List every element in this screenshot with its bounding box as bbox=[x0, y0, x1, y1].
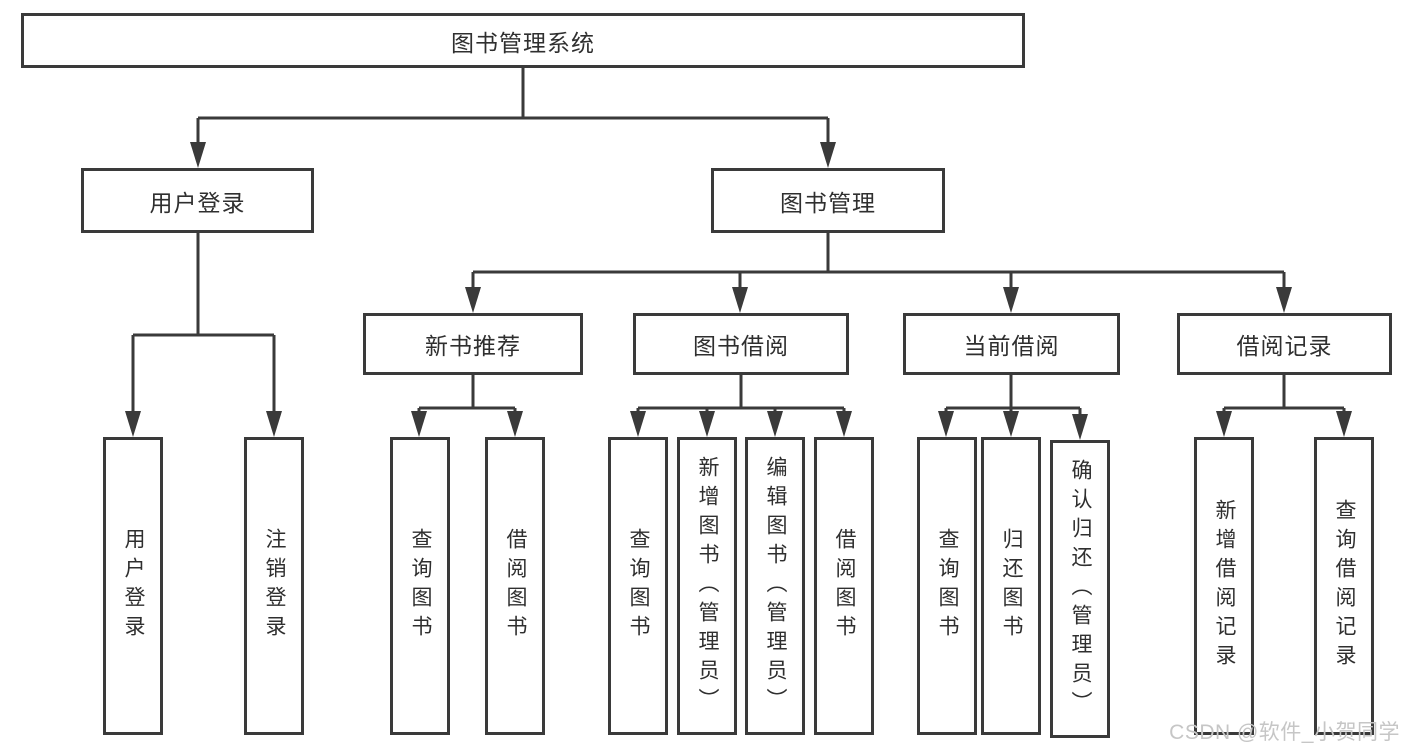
leaf-user-login-label: 用户登录 bbox=[122, 528, 145, 644]
node-current-borrow-label: 当前借阅 bbox=[963, 333, 1060, 359]
watermark: CSDN @软件_小贺同学 bbox=[1169, 721, 1400, 744]
node-current-borrow: 当前借阅 bbox=[903, 313, 1120, 375]
node-root: 图书管理系统 bbox=[21, 13, 1025, 68]
leaf-return-book-label: 归还图书 bbox=[1000, 528, 1023, 644]
node-book-management-label: 图书管理 bbox=[780, 189, 876, 216]
node-book-borrow: 图书借阅 bbox=[633, 313, 849, 375]
leaf-return-book: 归还图书 bbox=[981, 437, 1041, 735]
node-book-management: 图书管理 bbox=[711, 168, 945, 233]
leaf-logout: 注销登录 bbox=[244, 437, 304, 735]
leaf-query-borrow-record: 查询借阅记录 bbox=[1314, 437, 1374, 735]
node-user-login: 用户登录 bbox=[81, 168, 314, 233]
leaf-query-book-borrow-label: 查询图书 bbox=[627, 528, 650, 644]
leaf-query-book-recommend-label: 查询图书 bbox=[409, 528, 432, 644]
leaf-query-borrow-record-label: 查询借阅记录 bbox=[1333, 499, 1356, 673]
leaf-confirm-return-admin-label: 确认归还（管理员） bbox=[1069, 458, 1092, 720]
leaf-query-book-borrow: 查询图书 bbox=[608, 437, 668, 735]
leaf-query-book-current-label: 查询图书 bbox=[936, 528, 959, 644]
node-new-book-recommend-label: 新书推荐 bbox=[425, 333, 521, 359]
leaf-logout-label: 注销登录 bbox=[263, 528, 286, 644]
leaf-add-borrow-record-label: 新增借阅记录 bbox=[1213, 499, 1236, 673]
node-user-login-label: 用户登录 bbox=[149, 189, 246, 216]
leaf-edit-book-admin-label: 编辑图书（管理员） bbox=[764, 455, 787, 717]
node-borrow-records: 借阅记录 bbox=[1177, 313, 1392, 375]
leaf-confirm-return-admin: 确认归还（管理员） bbox=[1050, 440, 1110, 738]
leaf-borrow-book: 借阅图书 bbox=[814, 437, 874, 735]
leaf-borrow-book-recommend-label: 借阅图书 bbox=[504, 528, 527, 644]
leaf-add-book-admin: 新增图书（管理员） bbox=[677, 437, 737, 735]
leaf-add-borrow-record: 新增借阅记录 bbox=[1194, 437, 1254, 735]
leaf-add-book-admin-label: 新增图书（管理员） bbox=[696, 455, 719, 717]
leaf-edit-book-admin: 编辑图书（管理员） bbox=[745, 437, 805, 735]
leaf-borrow-book-recommend: 借阅图书 bbox=[485, 437, 545, 735]
leaf-user-login: 用户登录 bbox=[103, 437, 163, 735]
arrowheads bbox=[125, 142, 1352, 440]
node-borrow-records-label: 借阅记录 bbox=[1236, 333, 1333, 359]
node-book-borrow-label: 图书借阅 bbox=[693, 333, 789, 359]
leaf-borrow-book-label: 借阅图书 bbox=[833, 528, 856, 644]
leaf-query-book-recommend: 查询图书 bbox=[390, 437, 450, 735]
leaf-query-book-current: 查询图书 bbox=[917, 437, 977, 735]
node-new-book-recommend: 新书推荐 bbox=[363, 313, 583, 375]
node-root-label: 图书管理系统 bbox=[451, 29, 595, 56]
